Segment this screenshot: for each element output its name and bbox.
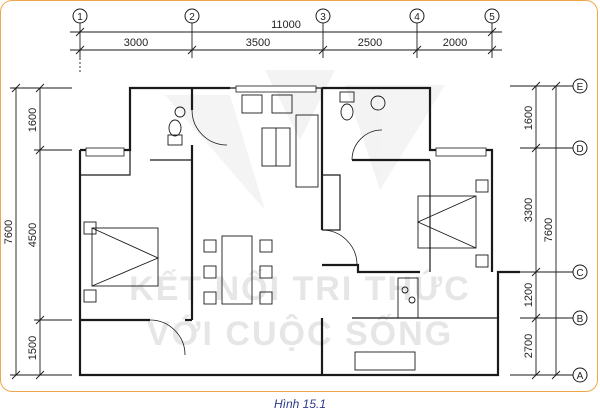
dim-left-seg-2: 4500 <box>27 223 39 247</box>
beds <box>83 179 489 303</box>
grid-label-E: E <box>577 82 584 93</box>
dining-set <box>203 235 273 305</box>
door-swings <box>149 109 383 356</box>
kitchen-counter <box>354 277 419 371</box>
grid-label-2: 2 <box>189 12 195 23</box>
grid-label-A: A <box>577 371 584 382</box>
dim-right-seg-1: 1600 <box>523 106 535 130</box>
fixtures <box>167 91 386 188</box>
dim-left-seg-1: 1600 <box>27 108 39 132</box>
grid-label-D: D <box>576 144 583 155</box>
dim-top-seg-2: 3500 <box>246 37 270 49</box>
grid-label-4: 4 <box>414 12 420 23</box>
dim-right-seg-2: 3300 <box>523 198 535 222</box>
watermark-line2: VỚI CUỘC SỐNG <box>147 314 453 353</box>
grid-label-C: C <box>576 268 583 279</box>
dim-left-seg-3: 1500 <box>27 336 39 360</box>
dim-right-total: 7600 <box>543 218 555 242</box>
grid-label-1: 1 <box>77 12 83 23</box>
dim-right-seg-3: 1200 <box>523 283 535 307</box>
dim-left-total: 7600 <box>3 220 15 244</box>
dim-top-seg-3: 2500 <box>358 37 382 49</box>
dimension-lines <box>10 23 573 380</box>
windows <box>85 85 487 157</box>
watermark-line1: KẾT NỐI TRI THỨC <box>129 269 471 308</box>
grid-label-5: 5 <box>489 12 495 23</box>
dim-top-seg-4: 2000 <box>443 37 467 49</box>
floor-plan: KẾT NỐI TRI THỨC VỚI CUỘC SỐNG 1 2 3 4 5… <box>3 8 588 383</box>
figure-caption: Hình 15.1 <box>273 397 327 411</box>
grid-label-B: B <box>577 314 584 325</box>
dim-top-total: 11000 <box>271 19 301 31</box>
dim-top-seg-1: 3000 <box>124 37 148 49</box>
grid-label-3: 3 <box>320 12 326 23</box>
dim-right-seg-4: 2700 <box>523 334 535 358</box>
